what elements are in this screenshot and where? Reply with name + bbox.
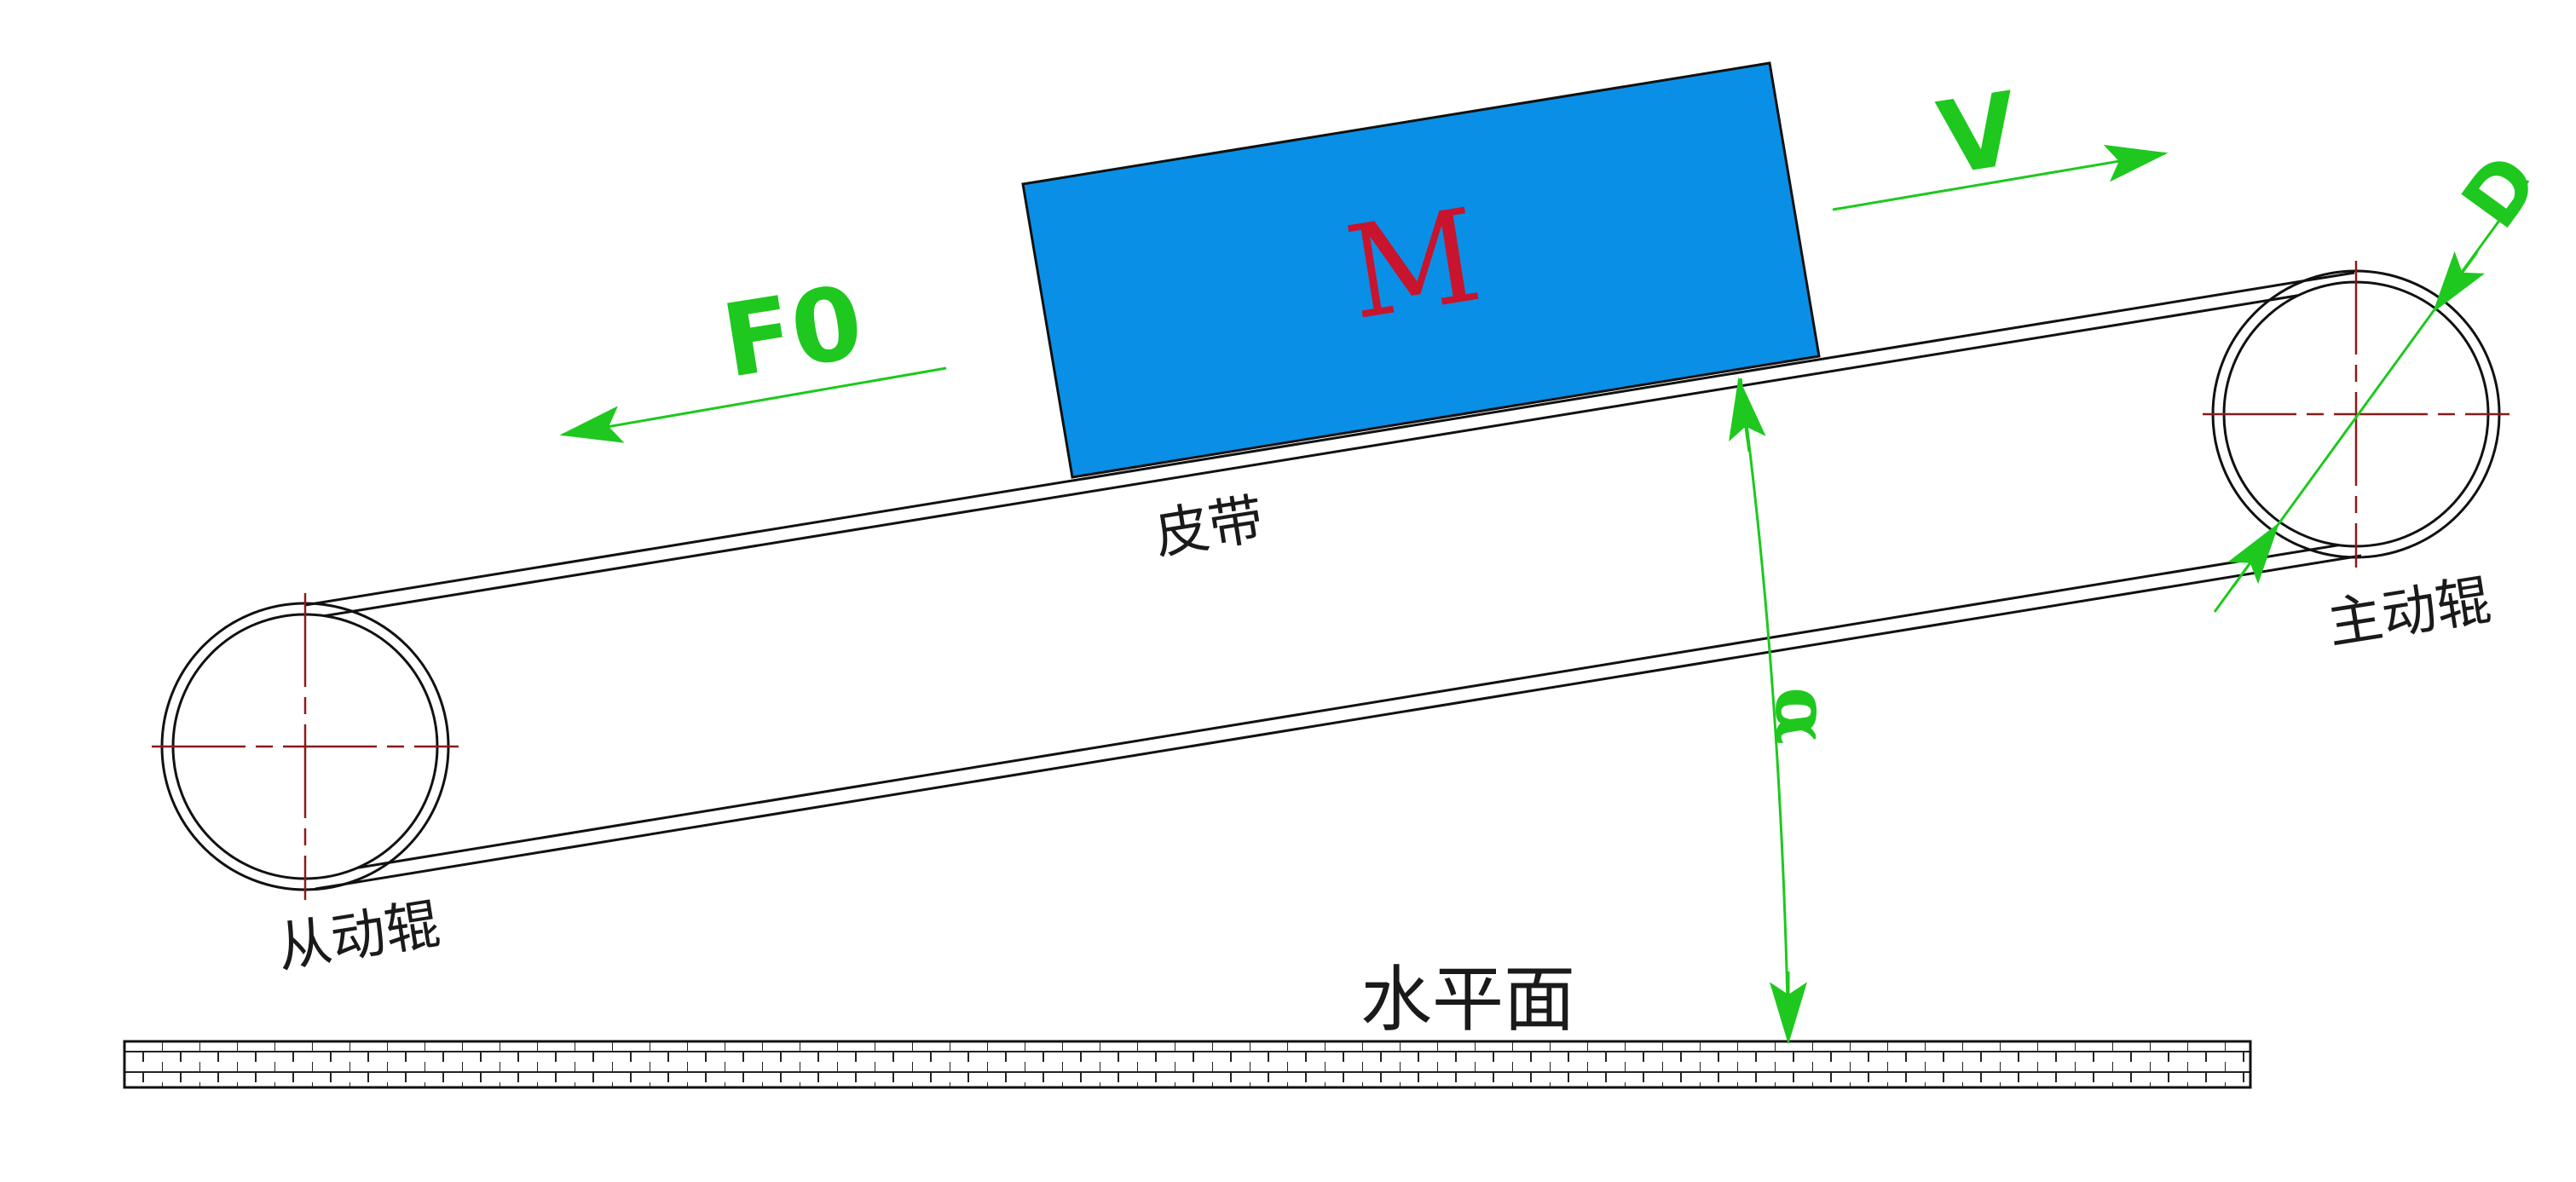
diameter-label: D — [2445, 138, 2556, 245]
angle-dimension: α — [1729, 377, 1847, 1045]
velocity-label: V — [1931, 70, 2026, 199]
mass-label: M — [1337, 182, 1490, 349]
driven-roller — [152, 593, 459, 900]
belt-label: 皮带 — [1150, 487, 1268, 567]
drive-roller-label: 主动辊 — [2324, 568, 2495, 656]
conveyor-belt — [304, 271, 2362, 891]
horizontal-plane-label: 水平面 — [1360, 958, 1575, 1041]
velocity-arrow: V — [1832, 70, 2169, 211]
drive-roller-centerlines — [2203, 261, 2510, 568]
angle-label: α — [1759, 687, 1847, 745]
driven-roller-label: 从动辊 — [273, 892, 444, 980]
drive-roller — [2203, 261, 2510, 568]
driven-roller-centerlines — [152, 593, 459, 900]
horizontal-plane-ground — [123, 1040, 2252, 1089]
mass-block: M — [1021, 61, 1821, 479]
force-label: F0 — [715, 262, 870, 401]
force-arrow: F0 — [559, 262, 947, 443]
